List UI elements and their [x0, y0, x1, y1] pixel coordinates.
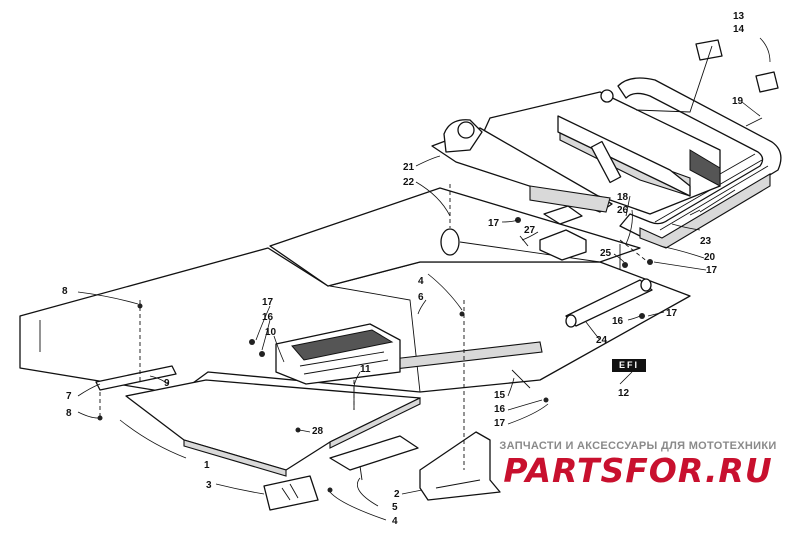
tunnel-hinge-plate-21 [431, 119, 613, 213]
callout-17: 17 [494, 418, 506, 429]
callout-25: 25 [600, 248, 612, 259]
fasteners [97, 117, 763, 493]
reinforcement-plate-5 [329, 435, 419, 481]
callout-21: 21 [403, 162, 415, 173]
callout-1: 1 [204, 460, 210, 471]
callout-17: 17 [488, 218, 500, 229]
callout-5: 5 [392, 502, 398, 513]
callout-10: 10 [265, 327, 277, 338]
callout-26: 26 [617, 205, 629, 216]
callout-15: 15 [494, 390, 506, 401]
watermark: ЗАПЧАСТИ И АКСЕССУАРЫ ДЛЯ МОТОТЕХНИКИ PA… [488, 440, 788, 490]
rear-bumper-part-23 [617, 77, 782, 249]
callout-numbers: 13 14 19 21 22 18 26 17 27 25 23 20 17 1… [62, 11, 745, 527]
rear-housing [479, 89, 721, 215]
callout-7: 7 [66, 391, 72, 402]
efi-decal: EFI [612, 359, 646, 372]
callout-11: 11 [360, 364, 371, 375]
tunnel-cover-10 [275, 323, 401, 385]
callout-4: 4 [418, 276, 424, 287]
callout-8: 8 [62, 286, 68, 297]
callout-13: 13 [733, 11, 745, 22]
callout-17: 17 [262, 297, 274, 308]
callout-24: 24 [596, 335, 608, 346]
plate-part-3 [263, 475, 319, 511]
grommet-part-22 [440, 228, 460, 256]
lower-flap-part-1 [125, 379, 421, 477]
callout-18: 18 [617, 192, 629, 203]
callout-17: 17 [666, 308, 678, 319]
reflector-plates-13-14 [635, 39, 779, 113]
callout-19: 19 [732, 96, 744, 107]
leader-lines [77, 37, 771, 521]
assembly-dash-lines [99, 184, 649, 470]
callout-2: 2 [394, 489, 400, 500]
callout-3: 3 [206, 480, 212, 491]
callout-16: 16 [262, 312, 274, 323]
callout-4: 4 [392, 516, 398, 527]
callout-22: 22 [403, 177, 415, 188]
callout-28: 28 [312, 426, 324, 437]
callout-20: 20 [704, 252, 716, 263]
callout-12: 12 [618, 388, 630, 399]
callout-27: 27 [524, 225, 536, 236]
callout-16: 16 [494, 404, 506, 415]
callout-8: 8 [66, 408, 72, 419]
clip-part-27 [539, 205, 587, 261]
callout-6: 6 [418, 292, 424, 303]
support-tube-24 [565, 278, 653, 328]
rail-strip-part-7 [95, 365, 177, 391]
callout-23: 23 [700, 236, 712, 247]
callout-16: 16 [612, 316, 624, 327]
callout-14: 14 [733, 24, 745, 35]
watermark-tagline: ЗАПЧАСТИ И АКСЕССУАРЫ ДЛЯ МОТОТЕХНИКИ [499, 440, 777, 452]
watermark-logo: PARTSFOR.RU [503, 451, 773, 490]
callout-9: 9 [164, 378, 170, 389]
callout-17: 17 [706, 265, 718, 276]
